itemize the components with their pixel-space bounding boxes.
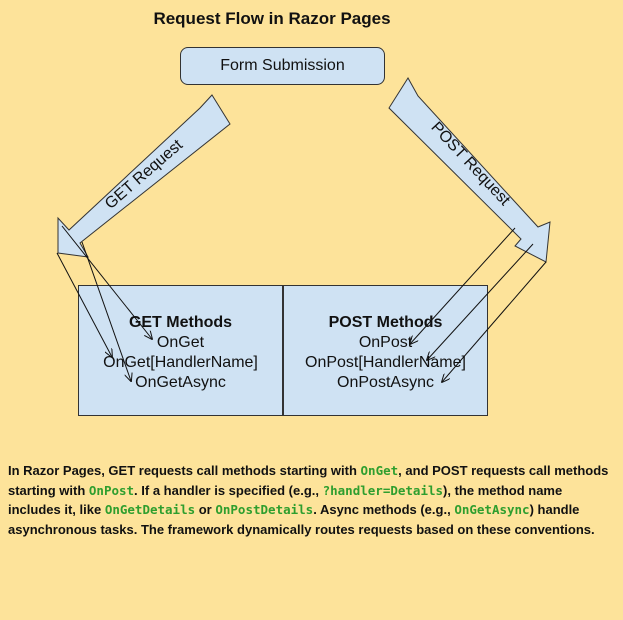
description-paragraph: In Razor Pages, GET requests call method… xyxy=(8,461,616,539)
post-methods-heading: POST Methods xyxy=(328,314,443,331)
get-request-arrow xyxy=(57,94,231,258)
desc-code-ongetasync: OnGetAsync xyxy=(454,502,530,517)
desc-text-7: ) handle asynchronous tasks. The framewo… xyxy=(8,502,595,537)
desc-code-ongetdetails: OnGetDetails xyxy=(104,502,196,517)
desc-text-5: or xyxy=(195,502,216,517)
desc-text-1: In Razor Pages, GET requests call method… xyxy=(8,463,361,478)
get-methods-box: GET Methods OnGet OnGet[HandlerName] OnG… xyxy=(78,285,283,416)
diagram-title: Request Flow in Razor Pages xyxy=(153,9,391,28)
get-connector-async xyxy=(81,241,131,381)
desc-text-2: , and POST requests call methods startin… xyxy=(8,463,609,498)
post-connector-async xyxy=(442,261,547,382)
get-method-onget: OnGet xyxy=(156,334,205,351)
desc-text-4: ), the method name includes it, like xyxy=(8,482,563,518)
get-method-handlername: OnGet[HandlerName] xyxy=(103,354,258,371)
desc-code-onget: OnGet xyxy=(360,463,399,478)
post-method-async: OnPostAsync xyxy=(337,374,434,391)
get-request-label: GET Request xyxy=(102,136,187,213)
desc-code-onpostdetails: OnPostDetails xyxy=(215,502,314,517)
get-method-async: OnGetAsync xyxy=(135,374,226,391)
get-connector-handlername xyxy=(56,252,112,357)
desc-code-onpost: OnPost xyxy=(88,482,135,498)
desc-text-3: . If a handler is specified (e.g., xyxy=(134,482,323,498)
desc-code-handler-query: ?handler=Details xyxy=(322,482,444,498)
get-methods-heading: GET Methods xyxy=(128,314,233,331)
post-method-onpost: OnPost xyxy=(358,334,413,351)
post-methods-box: POST Methods OnPost OnPost[HandlerName] … xyxy=(283,285,488,416)
post-connector-onpost xyxy=(410,227,516,344)
get-connector-onget xyxy=(61,225,152,339)
post-request-label: POST Request xyxy=(427,119,513,209)
post-connector-handlername xyxy=(427,243,534,360)
desc-text-6: . Async methods (e.g., xyxy=(313,502,455,517)
form-submission-node: Form Submission xyxy=(180,47,385,85)
